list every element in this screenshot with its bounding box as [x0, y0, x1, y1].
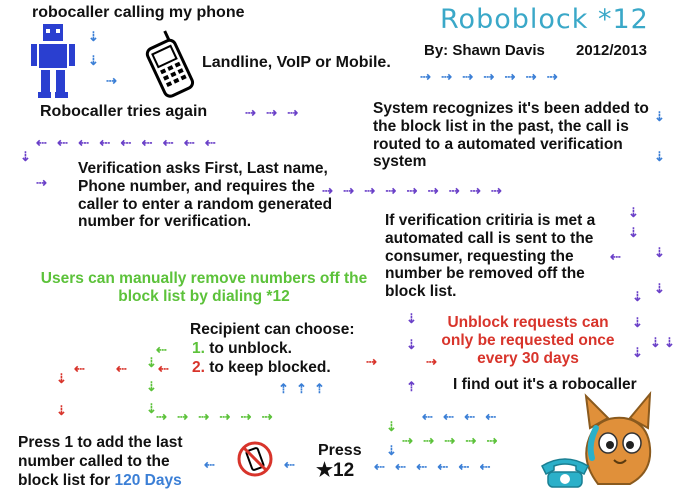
star-icon: ★ [316, 460, 334, 481]
arrow-left-icon: ⇠ [156, 342, 168, 357]
arrow-up-icon: ⇡ [314, 381, 326, 396]
arrow-down-icon: ⇣ [146, 379, 158, 394]
step-criteria-met: If verification critiria is met a automa… [385, 212, 596, 301]
arrow-down-icon: ⇣ [628, 225, 640, 240]
arrow-row-icon: ⇢ ⇢ ⇢ ⇢ ⇢ [402, 433, 499, 448]
arrow-left-icon: ⇠ [204, 457, 216, 472]
arrow-down-icon: ⇣ [406, 337, 418, 352]
arrow-down-icon: ⇣ [88, 53, 100, 68]
option-unblock-number: 1. [192, 340, 205, 357]
cellphone-icon [145, 30, 195, 98]
press-code-number: 12 [333, 460, 355, 481]
arrow-left-icon: ⇠ [158, 361, 170, 376]
arrow-row-icon: ⇢ ⇢ ⇢ [245, 105, 300, 120]
option-keep-blocked: 2. to keep blocked. [192, 359, 331, 377]
arrow-row-icon: ⇠ ⇠ ⇠ ⇠ ⇠ ⇠ [374, 459, 492, 474]
robot-icon [31, 24, 75, 98]
arrow-down-icon: ⇣ [650, 335, 662, 350]
arrow-left-icon: ⇠ [284, 457, 296, 472]
byline: By: Shawn Davis [424, 42, 545, 59]
arrow-down-icon: ⇣ [386, 443, 398, 458]
arrow-right-icon: ⇢ [366, 354, 378, 369]
arrow-row-icon: ⇢ ⇢ ⇢ ⇢ ⇢ ⇢ ⇢ [420, 69, 559, 84]
diagram-title: Roboblock *12 [440, 4, 649, 35]
arrow-down-icon: ⇣ [386, 419, 398, 434]
step-tries-again: Robocaller tries again [40, 103, 208, 120]
arrow-right-icon: ⇢ [36, 175, 48, 190]
year: 2012/2013 [576, 42, 647, 59]
arrow-down-icon: ⇣ [406, 311, 418, 326]
press1-line2: number called to the [18, 453, 170, 470]
arrow-down-icon: ⇣ [56, 371, 68, 386]
arrow-down-icon: ⇣ [654, 245, 666, 260]
arrow-row-icon: ⇠ ⇠ ⇠ ⇠ ⇠ ⇠ ⇠ ⇠ ⇠ [36, 135, 217, 150]
arrow-down-icon: ⇣ [654, 281, 666, 296]
arrow-right-icon: ⇢ [426, 354, 438, 369]
telephone-icon [541, 458, 589, 488]
arrow-down-icon: ⇣ [664, 335, 676, 350]
arrow-down-icon: ⇣ [20, 149, 32, 164]
press1-line3-text: block list for [18, 472, 111, 489]
arrow-down-icon: ⇣ [632, 289, 644, 304]
arrow-down-icon: ⇣ [654, 149, 666, 164]
step-robocaller-calling: robocaller calling my phone [32, 4, 245, 21]
press1-days: 120 Days [114, 472, 182, 489]
arrow-down-icon: ⇣ [632, 345, 644, 360]
no-phone-icon [237, 441, 273, 477]
step-recipient-choose: Recipient can choose: [190, 321, 355, 338]
arrow-left-icon: ⇠ [74, 361, 86, 376]
press-label: Press [318, 442, 362, 459]
arrow-down-icon: ⇣ [632, 315, 644, 330]
option-unblock: 1. to unblock. [192, 340, 292, 358]
option-keep-number: 2. [192, 359, 205, 376]
step-phone-types: Landline, VoIP or Mobile. [202, 54, 391, 71]
arrow-down-icon: ⇣ [146, 401, 158, 416]
arrow-row-icon: ⇢ ⇢ ⇢ ⇢ ⇢ ⇢ ⇢ ⇢ ⇢ [322, 183, 503, 198]
arrow-row-icon: ⇢ ⇢ ⇢ ⇢ ⇢ ⇢ [156, 409, 274, 424]
press1-line3: block list for 120 Days [18, 472, 182, 490]
arrow-left-icon: ⇠ [116, 361, 128, 376]
arrow-down-icon: ⇣ [146, 355, 158, 370]
step-verification: Verification asks First, Last name, Phon… [78, 160, 333, 231]
arrow-up-icon: ⇡ [406, 379, 418, 394]
cat-icon [584, 391, 652, 485]
arrow-down-icon: ⇣ [628, 205, 640, 220]
step-manual-remove: Users can manually remove numbers off th… [40, 270, 368, 305]
press1-line1: Press 1 to add the last [18, 434, 183, 451]
arrow-down-icon: ⇣ [56, 403, 68, 418]
arrow-up-icon: ⇡ [278, 381, 290, 396]
step-recognized: System recognizes it's been added to the… [373, 100, 649, 171]
step-find-out: I find out it's a robocaller [453, 376, 637, 393]
option-unblock-text: to unblock. [209, 340, 292, 357]
step-unblock-limit: Unblock requests can only be requested o… [441, 314, 615, 367]
arrow-down-icon: ⇣ [654, 109, 666, 124]
arrow-row-icon: ⇠ ⇠ ⇠ ⇠ [422, 409, 498, 424]
option-keep-text: to keep blocked. [209, 359, 331, 376]
press-code: ★12 [316, 460, 354, 482]
arrow-right-icon: ⇢ [106, 73, 118, 88]
arrow-down-icon: ⇣ [88, 29, 100, 44]
arrow-left-icon: ⇠ [610, 249, 622, 264]
arrow-up-icon: ⇡ [296, 381, 308, 396]
